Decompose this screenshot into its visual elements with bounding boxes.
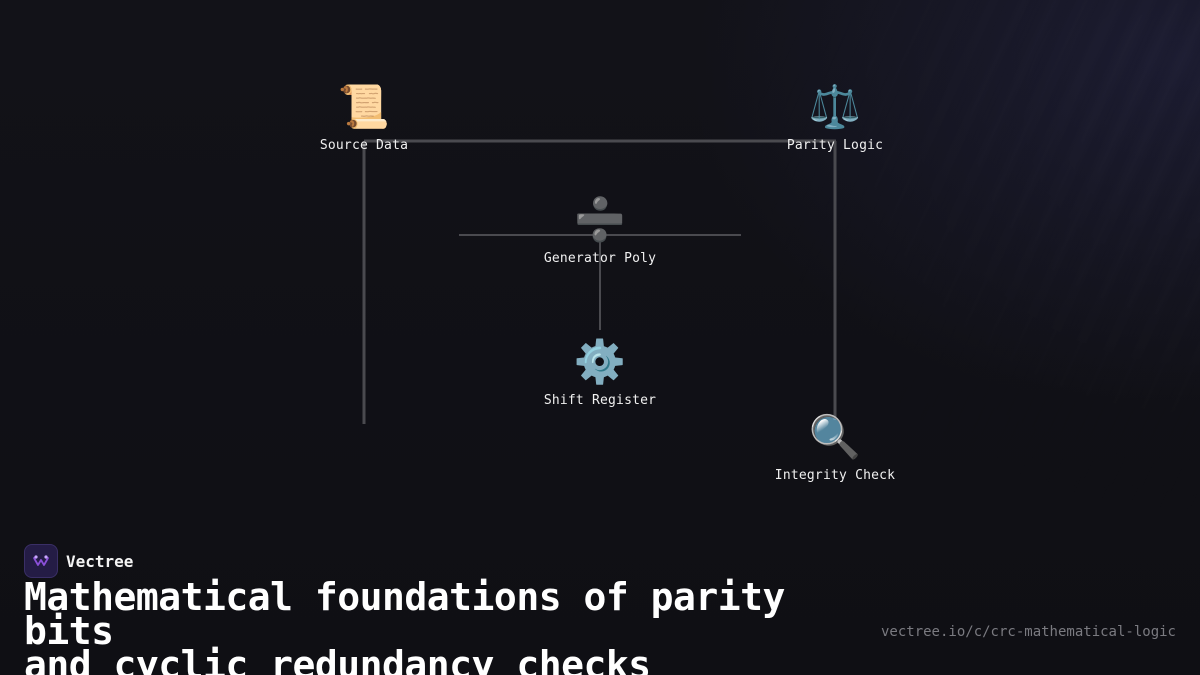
node-label: Generator Poly <box>543 251 657 266</box>
node-label: Source Data <box>319 138 409 153</box>
node-label: Parity Logic <box>786 138 884 153</box>
node-source-data: 📜 Source Data <box>274 80 454 153</box>
source-url: vectree.io/c/crc-mathematical-logic <box>880 624 1176 640</box>
brand-name: Vectree <box>66 551 134 571</box>
magnifier-icon: 🔍 <box>808 412 862 461</box>
gear-icon: ⚙️ <box>573 337 627 386</box>
page-title: Mathematical foundations of parity bits … <box>24 578 884 675</box>
node-integrity-check: 🔍 Integrity Check <box>745 410 925 483</box>
node-label: Integrity Check <box>774 468 896 483</box>
vectree-logo-icon <box>24 544 58 578</box>
title-line-2: and cyclic redundancy checks <box>24 643 651 675</box>
balance-scale-icon: ⚖️ <box>808 82 862 131</box>
node-shift-register: ⚙️ Shift Register <box>510 335 690 408</box>
divide-icon: ➗ <box>573 195 627 244</box>
brand: Vectree <box>24 544 133 578</box>
node-parity-logic: ⚖️ Parity Logic <box>745 80 925 153</box>
node-label: Shift Register <box>543 393 657 408</box>
background-light-streaks <box>700 0 1200 560</box>
node-generator-poly: ➗ Generator Poly <box>510 193 690 266</box>
title-line-1: Mathematical foundations of parity bits <box>24 575 785 653</box>
scroll-icon: 📜 <box>337 82 391 131</box>
